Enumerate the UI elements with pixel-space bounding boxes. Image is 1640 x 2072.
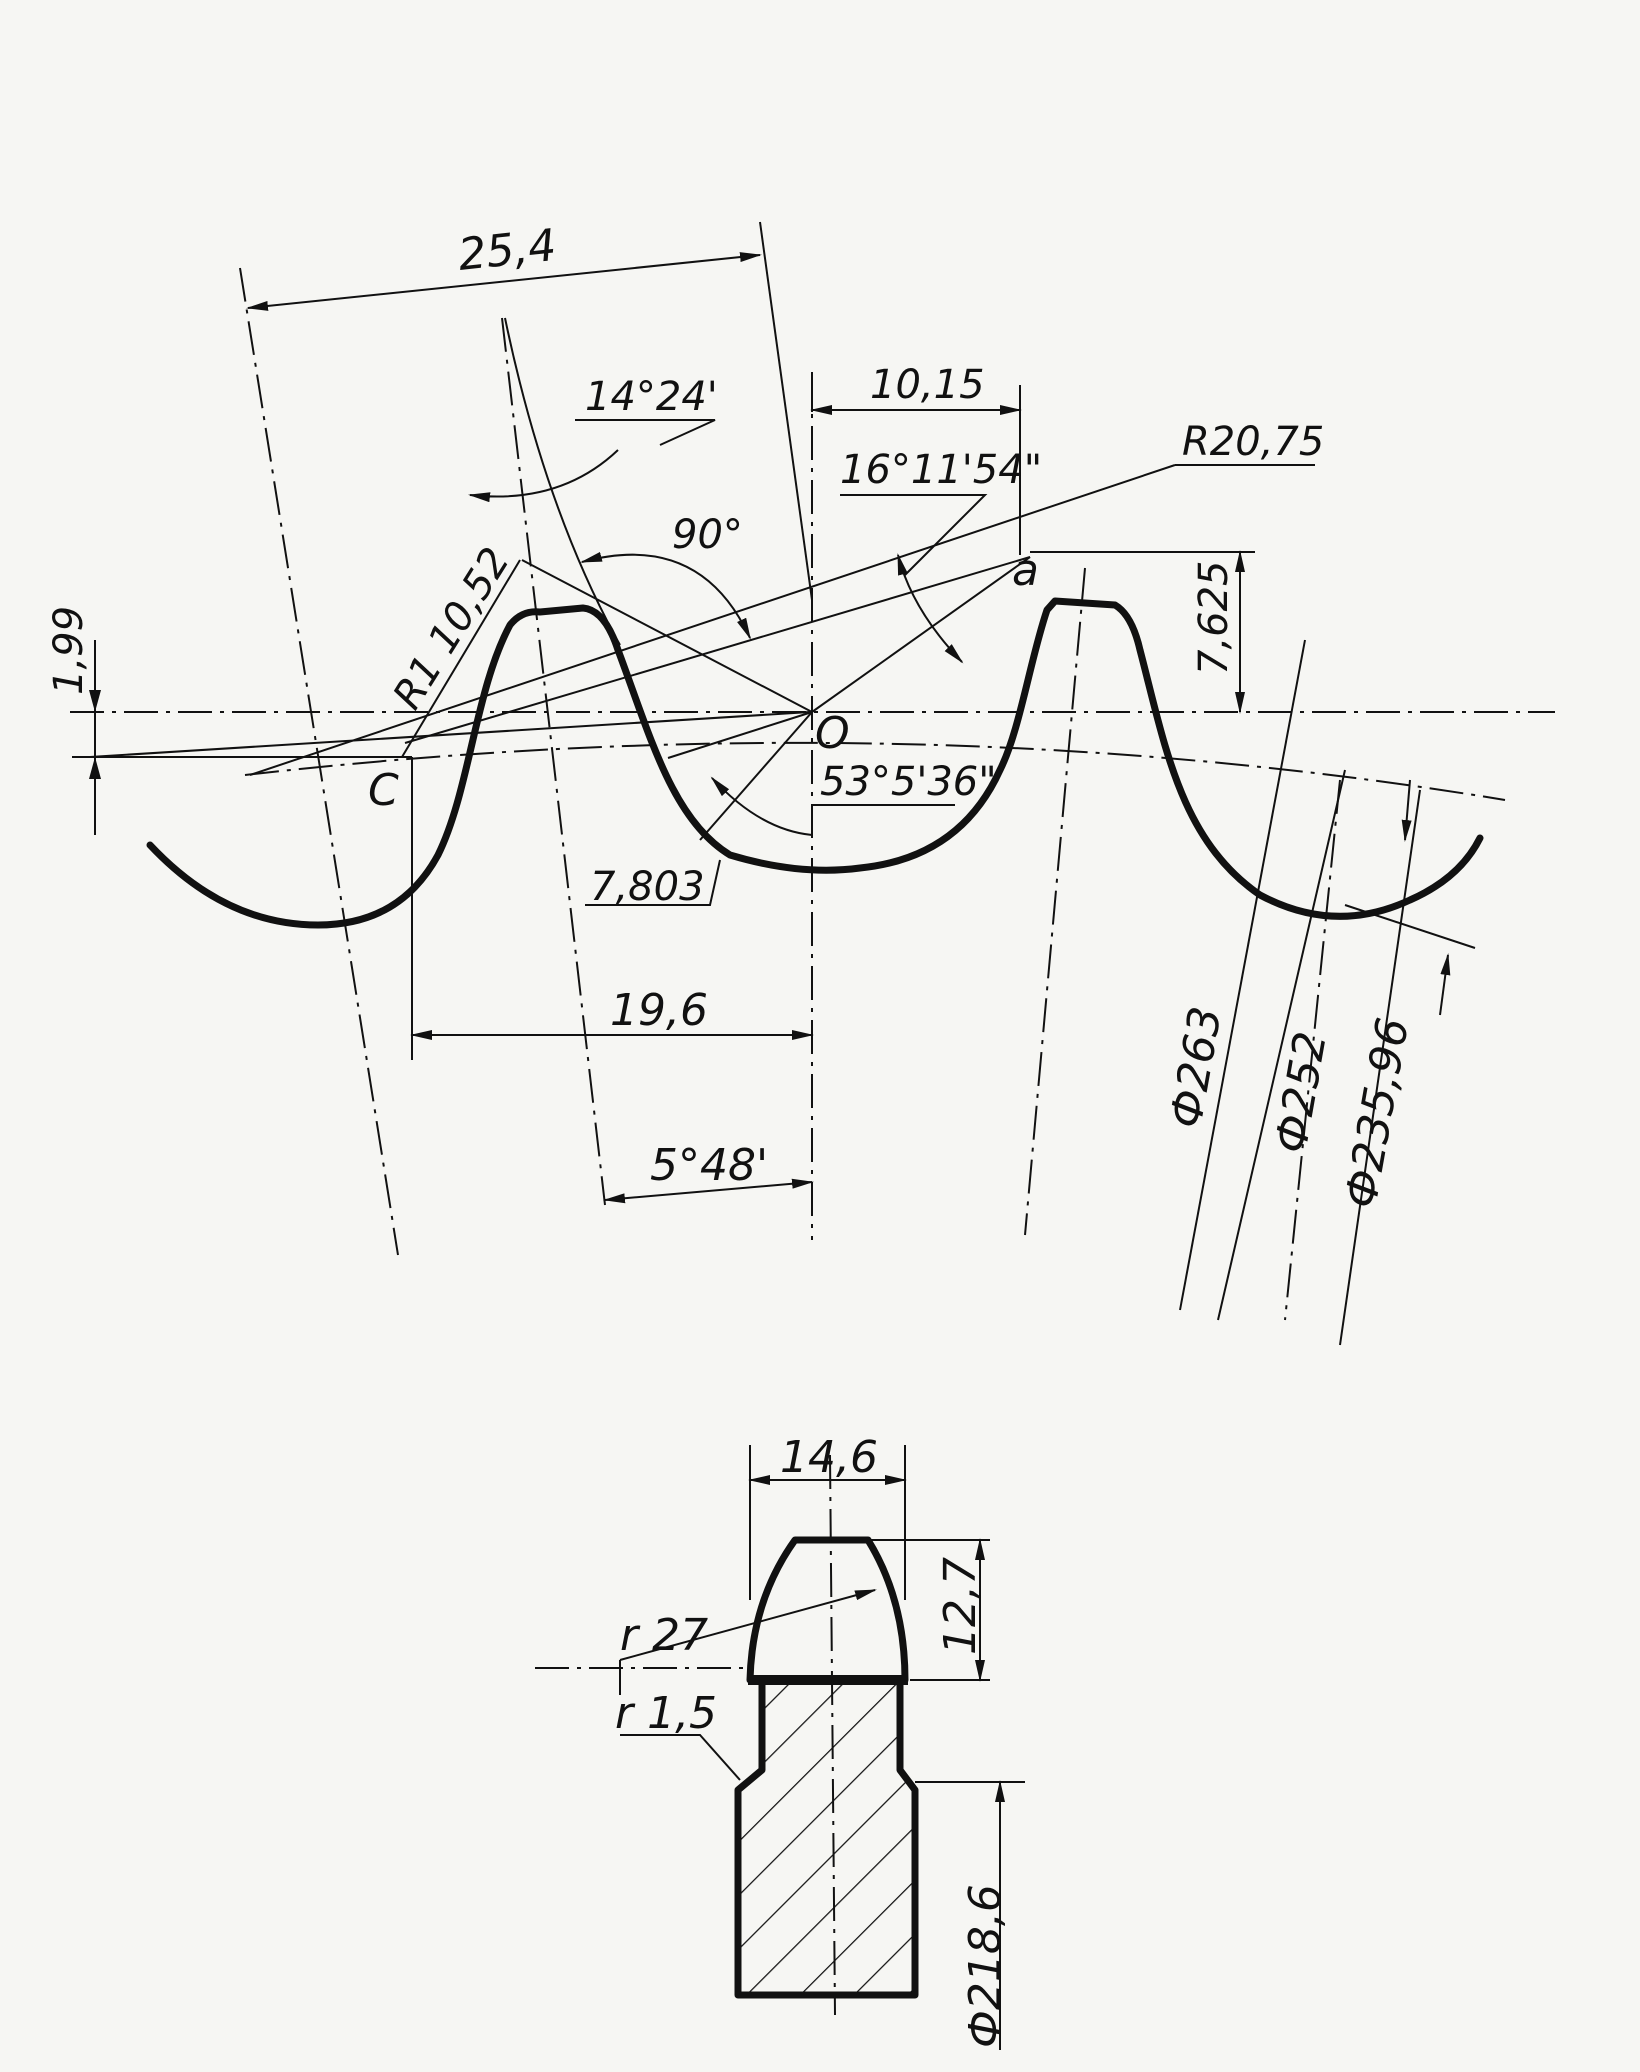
angle-14-arc: [468, 449, 619, 503]
leader-14: [575, 419, 716, 446]
label-10-15: 10,15: [870, 362, 985, 408]
tooth-section-view: 14,6 12,7 r 27 r 1,5 Ф218,6: [535, 1432, 1025, 2050]
label-5-48: 5°48': [650, 1140, 768, 1191]
dia-arrow-235: [1439, 953, 1451, 1016]
tooth-flank-arc: [504, 317, 621, 646]
leader-7803: [585, 859, 721, 906]
dia-263-line: [1179, 639, 1306, 1311]
leader-16: [840, 494, 988, 576]
label-r1-5: r 1,5: [615, 1688, 717, 1739]
label-r27: r 27: [620, 1610, 708, 1661]
dia-arrow-252: [1401, 779, 1412, 842]
angle-53-arc: [710, 776, 813, 836]
construction-line-o-a: [811, 556, 1031, 713]
dim-5-48-line: [603, 1178, 814, 1204]
dim-25-4-line: [246, 252, 762, 311]
label-16-11-54: 16°11'54": [840, 447, 1042, 493]
label-7803: 7,803: [590, 864, 705, 910]
label-dia-218-6: Ф218,6: [960, 1884, 1011, 2048]
label-14-24: 14°24': [585, 374, 718, 420]
angle-90-arc: [580, 551, 751, 640]
sprocket-tooth-profile-view: 25,4 14°24' 10,15 R20,75 16°11'54" 90° a…: [46, 220, 1555, 1346]
construction-line-r1-arc: [521, 559, 813, 713]
tooth-slanted-centerline: [501, 317, 606, 1206]
dim-25-4-ext: [759, 221, 813, 601]
right-slanted-centerline: [1024, 567, 1086, 1236]
label-point-c: C: [368, 765, 399, 816]
label-point-o: O: [815, 708, 850, 759]
construction-line-r7803: [667, 711, 813, 759]
left-slanted-centerline: [239, 267, 399, 1256]
dim-1-99-arrow-bottom: [89, 757, 101, 779]
label-dia-263: Ф263: [1161, 1003, 1232, 1132]
label-53-5-36: 53°5'36": [820, 759, 997, 805]
label-r20-75: R20,75: [1182, 419, 1324, 465]
label-dia-235-96: Ф235,96: [1336, 1014, 1420, 1212]
line-through-c: [89, 711, 811, 758]
section-hatched-body: [734, 1676, 919, 1999]
label-dia-252: Ф252: [1266, 1028, 1337, 1157]
label-7-625: 7,625: [1191, 560, 1237, 675]
label-19-6: 19,6: [610, 985, 708, 1036]
construction-line-r1052: [401, 559, 521, 758]
pitch-circle-arc: [244, 741, 1506, 801]
label-1-99: 1,99: [46, 606, 92, 695]
construction-line-53deg: [699, 711, 813, 841]
label-point-a: a: [1012, 545, 1039, 596]
label-90: 90°: [672, 512, 743, 558]
dia-235-line: [1339, 789, 1421, 1346]
angle-16-arc: [897, 553, 964, 664]
tooth-profile-outline: [146, 597, 1484, 929]
leader-r27: [619, 1589, 877, 1661]
label-12-7: 12,7: [935, 1557, 986, 1655]
dia-252-line: [1217, 769, 1346, 1321]
label-14-6: 14,6: [780, 1432, 878, 1483]
dim-1-99-arrow-top: [89, 690, 101, 712]
label-25-4: 25,4: [456, 220, 559, 281]
dia-235-ext: [1344, 904, 1476, 949]
section-centerline: [829, 1454, 836, 2016]
section-tooth-crown: [746, 1536, 909, 1684]
dia-252-dash: [1284, 779, 1341, 1321]
leader-r15: [620, 1734, 741, 1781]
